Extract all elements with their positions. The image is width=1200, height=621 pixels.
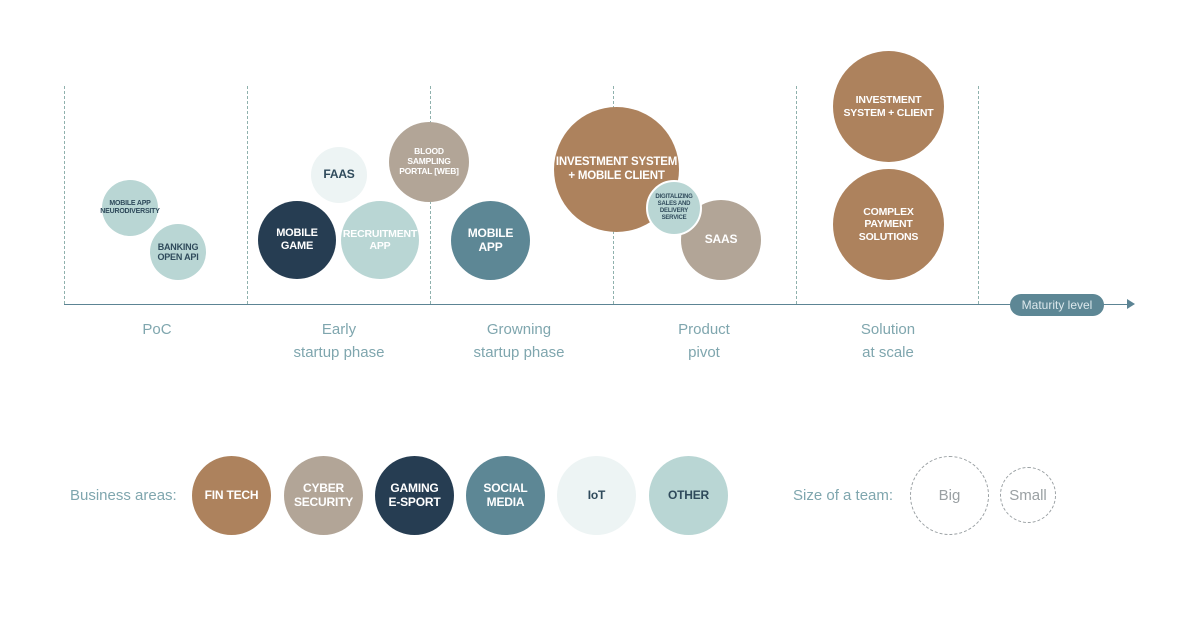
project-mobile-app: MOBILE APP <box>451 201 530 280</box>
legend-label: SOCIAL MEDIA <box>483 480 528 509</box>
axis-arrow-icon <box>1127 299 1135 309</box>
project-complex-payment-solutions: COMPLEX PAYMENT SOLUTIONS <box>833 169 944 280</box>
project-faas: FAAS <box>311 147 367 203</box>
project-label: RECRUITMENT APP <box>342 227 418 252</box>
project-label: SAAS <box>704 232 738 247</box>
business-areas-label: Business areas: <box>70 487 177 504</box>
team-size-label: Size of a team: <box>793 487 894 504</box>
maturity-axis <box>64 304 1130 305</box>
phase-label-line: startup phase <box>473 344 565 361</box>
legend-label: IoT <box>587 487 606 502</box>
phase-divider <box>978 86 979 304</box>
phase-label-line: Product <box>678 321 730 338</box>
phase-divider <box>64 86 65 304</box>
phase-label-line: at scale <box>862 344 914 361</box>
team-size-small: Small <box>1000 467 1056 523</box>
phase-label-line: Early <box>321 321 357 338</box>
legend-label: CYBER SECURITY <box>293 480 354 509</box>
legend-label: FIN TECH <box>204 487 259 502</box>
project-mobile-game: MOBILE GAME <box>258 201 336 279</box>
legend-social-media: SOCIAL MEDIA <box>466 456 545 535</box>
phase-divider <box>796 86 797 304</box>
project-label: MOBILE APP NEURODIVERSITY <box>100 199 160 215</box>
phase-label-line: pivot <box>688 344 720 361</box>
maturity-level-badge: Maturity level <box>1010 294 1104 316</box>
phase-label-line: startup phase <box>293 344 385 361</box>
project-saas: SAAS <box>681 200 761 280</box>
team-size-big-label: Big <box>938 487 961 504</box>
phase-label-poc: PoC <box>67 318 247 341</box>
project-label: COMPLEX PAYMENT SOLUTIONS <box>858 206 919 243</box>
phase-label-product: Product pivot <box>614 318 794 364</box>
legend-label: OTHER <box>667 487 709 502</box>
legend-cyber-security: CYBER SECURITY <box>284 456 363 535</box>
project-label: BANKING OPEN API <box>157 241 199 262</box>
project-banking-open-api: BANKING OPEN API <box>150 224 206 280</box>
legend-fintech: FIN TECH <box>192 456 271 535</box>
phase-label-solution: Solution at scale <box>798 318 978 364</box>
phase-label-line: Growning <box>486 321 552 338</box>
project-label: FAAS <box>323 167 355 182</box>
project-label: MOBILE APP <box>467 225 514 254</box>
project-label: BLOOD SAMPLING PORTAL [WEB] <box>399 146 459 176</box>
legend-other: OTHER <box>649 456 728 535</box>
phase-label-line: PoC <box>142 321 172 338</box>
project-label: INVESTMENT SYSTEM + MOBILE CLIENT <box>555 156 678 182</box>
phase-label-early: Early startup phase <box>249 318 429 364</box>
phase-label-line: Solution <box>860 321 916 338</box>
project-investment-system-client: INVESTMENT SYSTEM + CLIENT <box>833 51 944 162</box>
project-recruitment-app: RECRUITMENT APP <box>341 201 419 279</box>
legend-gaming-esport: GAMING E-SPORT <box>375 456 454 535</box>
project-mobile-app-neurodiversity: MOBILE APP NEURODIVERSITY <box>100 180 160 236</box>
legend-label: GAMING E-SPORT <box>388 480 441 509</box>
legend-iot: IoT <box>557 456 636 535</box>
team-size-big: Big <box>910 456 989 535</box>
phase-divider <box>247 86 248 304</box>
project-label: MOBILE GAME <box>276 227 318 252</box>
project-digitalizing-sales-delivery: DIGITALIZING SALES AND DELIVERY SERVICE <box>646 180 702 236</box>
phase-label-growing: Growning startup phase <box>429 318 609 364</box>
project-blood-sampling-portal: BLOOD SAMPLING PORTAL [WEB] <box>389 122 469 202</box>
project-label: INVESTMENT SYSTEM + CLIENT <box>843 94 934 119</box>
team-size-small-label: Small <box>1009 486 1047 504</box>
project-label: DIGITALIZING SALES AND DELIVERY SERVICE <box>655 194 693 221</box>
